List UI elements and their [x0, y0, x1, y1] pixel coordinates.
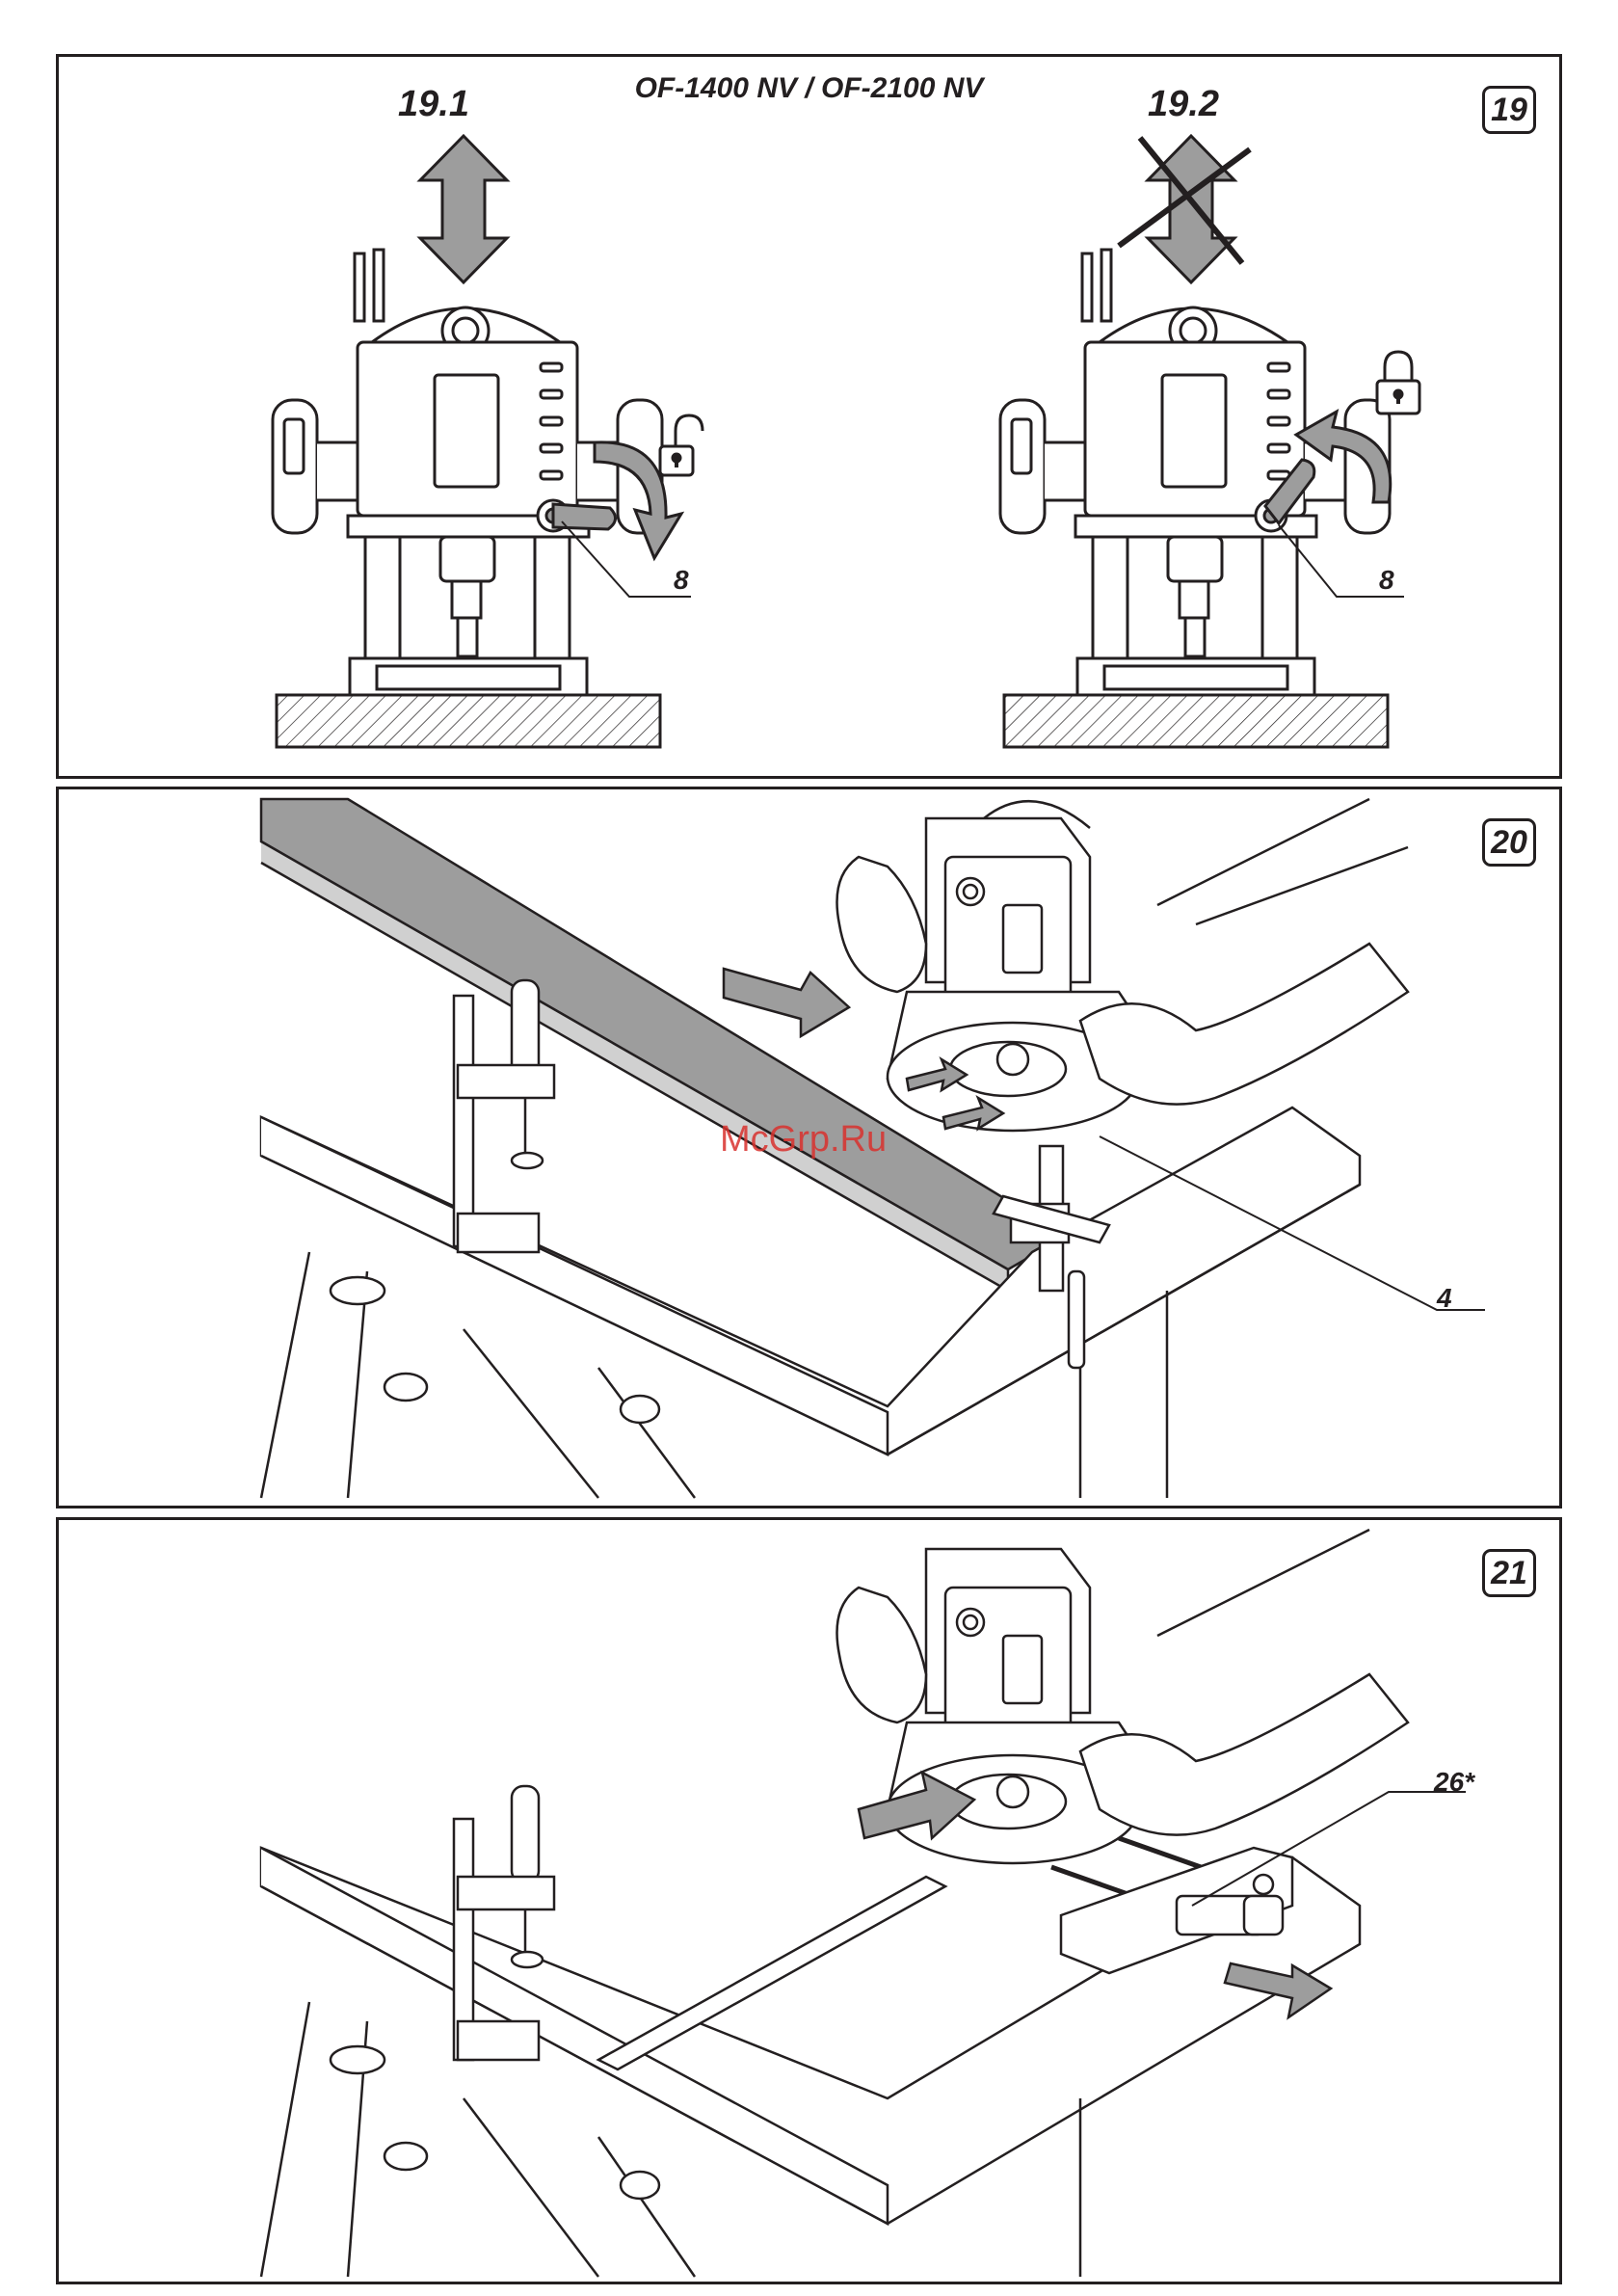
router-plunge-illustration	[59, 57, 1559, 776]
router-left-drawing	[273, 136, 703, 695]
router-right-drawing	[1000, 136, 1419, 695]
figure-20-panel: 20 4	[56, 787, 1562, 1508]
work-surface-left	[277, 695, 660, 747]
figure-21-panel: 21 26*	[56, 1517, 1562, 2284]
figure-19-panel: 19 OF-1400 NV / OF-2100 NV 19.1 19.2 8 8	[56, 54, 1562, 779]
router-parallel-guide-illustration	[59, 1520, 1559, 2282]
watermark: McGrp.Ru	[720, 1119, 887, 1161]
work-surface-right	[1004, 695, 1388, 747]
